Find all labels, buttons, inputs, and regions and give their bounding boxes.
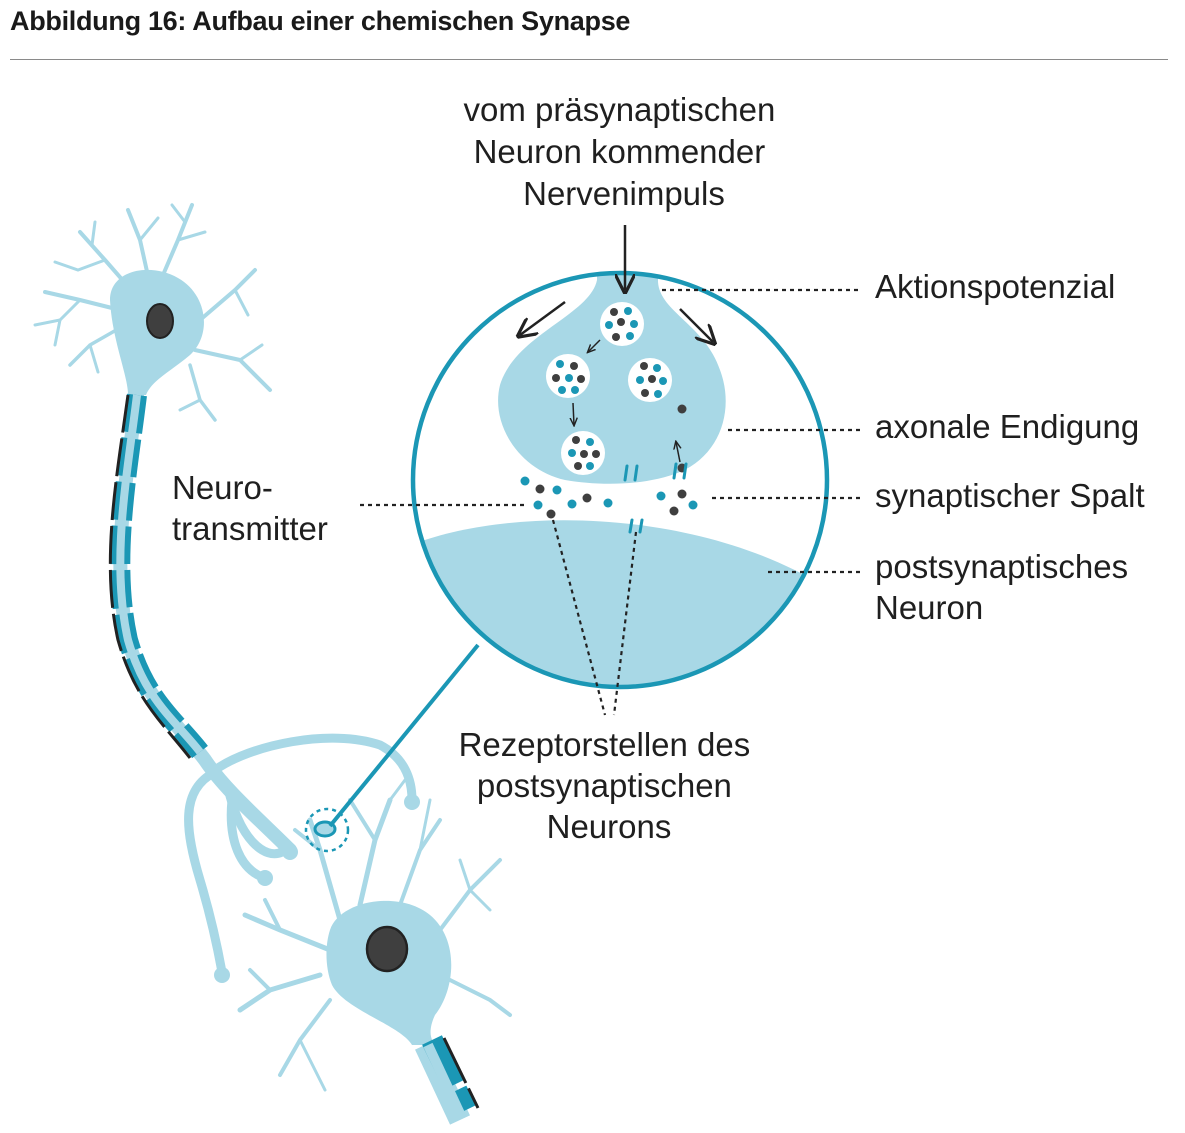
postsynaptic-nucleus	[365, 925, 409, 973]
postsynaptic-myelin	[422, 1035, 476, 1115]
label-rezeptor-line-2: postsynaptischen	[477, 767, 732, 804]
label-postsyn-line-1: postsynaptisches	[875, 548, 1128, 585]
label-aktionspotenzial: Aktionspotenzial	[875, 268, 1115, 305]
label-neurotransmitter-line-2: transmitter	[172, 510, 328, 547]
label-impulse: vom präsynaptischen Neuron kommender Ner…	[464, 91, 785, 212]
receptors	[623, 462, 688, 534]
label-postsyn: postsynaptisches Neuron	[875, 548, 1137, 626]
title-divider	[10, 59, 1168, 60]
label-impulse-line-2: Neuron kommender	[474, 133, 766, 170]
presynaptic-dendrites	[33, 203, 272, 422]
label-postsyn-line-2: Neuron	[875, 589, 983, 626]
postsynaptic-myelin-outline	[442, 1037, 480, 1109]
label-neurotransmitter-line-1: Neuro-	[172, 469, 273, 506]
spread-arrow-right	[679, 308, 713, 342]
zoom-source-circle	[304, 807, 350, 853]
postsynaptic-dendrites	[237, 778, 512, 1092]
label-spalt: synaptischer Spalt	[875, 477, 1145, 514]
presynaptic-nucleus	[146, 303, 174, 339]
myelin-core	[116, 394, 204, 755]
label-endigung: axonale Endigung	[875, 408, 1139, 445]
zoom-indicator	[304, 643, 480, 853]
presynaptic-neuron	[33, 203, 420, 983]
postsynaptic-neuron	[237, 778, 512, 1125]
postsynaptic-soma	[326, 900, 452, 1045]
neurotransmitter-molecules	[520, 307, 698, 519]
label-rezeptor-line-3: Neurons	[547, 808, 672, 845]
leader-rezeptor-left	[551, 519, 607, 716]
label-neurotransmitter: Neuro- transmitter	[172, 469, 328, 547]
zoom-connector-line	[328, 643, 480, 828]
magnify-circle	[410, 270, 830, 690]
myelin-outline	[108, 394, 192, 759]
axon-terminal-region	[498, 273, 726, 484]
label-impulse-line-1: vom präsynaptischen	[464, 91, 776, 128]
leader-lines	[360, 288, 860, 716]
terminal-boutons	[214, 794, 420, 983]
leader-rezeptor-right	[612, 531, 638, 716]
figure-title: Abbildung 16: Aufbau einer chemischen Sy…	[10, 6, 631, 36]
axon-terminals	[184, 733, 417, 977]
label-rezeptor: Rezeptorstellen des postsynaptischen Neu…	[459, 726, 760, 845]
label-rezeptor-line-1: Rezeptorstellen des	[459, 726, 751, 763]
spread-arrow-left	[520, 300, 566, 335]
label-impulse-line-3: Nervenimpuls	[523, 175, 725, 212]
magnified-synapse	[410, 225, 830, 690]
impulse-arrows	[520, 225, 713, 342]
labels: vom präsynaptischen Neuron kommender Ner…	[172, 91, 1145, 845]
vesicle-transport-arrows	[573, 339, 680, 463]
postsynaptic-myelin-core	[423, 1042, 467, 1121]
